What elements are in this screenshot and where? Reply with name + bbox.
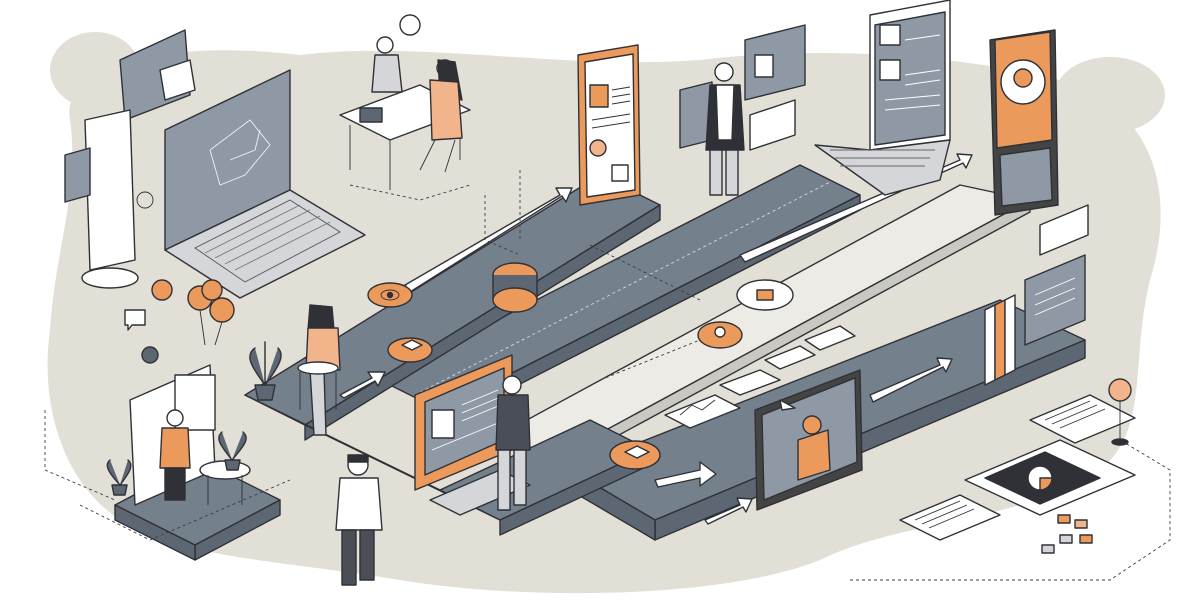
woman-reading xyxy=(297,304,341,436)
phone-profile xyxy=(989,29,1059,216)
man-white-shirt xyxy=(335,454,383,586)
standing-man xyxy=(705,62,745,196)
lightbulb-icon xyxy=(1108,378,1132,446)
plants xyxy=(106,341,282,496)
user-icon xyxy=(431,409,455,439)
man-pointing xyxy=(495,375,531,511)
document-tablet xyxy=(577,44,641,206)
badges xyxy=(367,262,794,470)
large-laptop xyxy=(164,69,366,299)
plant-icon xyxy=(249,341,282,401)
top-right-laptop xyxy=(814,0,951,196)
lightbulb-icon xyxy=(589,139,607,157)
right-side-panels xyxy=(984,204,1089,386)
gear-icon xyxy=(136,191,154,209)
arrow-icon xyxy=(654,461,717,488)
orange-monitor xyxy=(414,354,531,516)
arrow-icon xyxy=(339,371,386,399)
balloon-icon xyxy=(209,297,235,323)
man-at-easel xyxy=(129,364,251,506)
chat-bubble-icon xyxy=(124,309,146,331)
left-podium xyxy=(114,459,281,561)
heart-bubble-icon xyxy=(399,14,421,36)
backdrop-blob-left xyxy=(50,32,140,108)
backdrop-blob-small xyxy=(1055,57,1165,133)
lightbulb-icon xyxy=(141,346,159,364)
desk-scene xyxy=(339,14,471,190)
person-head xyxy=(376,36,394,54)
arrow-icon xyxy=(404,187,573,293)
chart-icon xyxy=(664,394,741,429)
arrow-icon xyxy=(869,357,953,403)
airplane-icon xyxy=(779,399,796,411)
plant-icon xyxy=(106,459,132,496)
plant-icon xyxy=(218,431,247,471)
data-sheet xyxy=(850,394,1171,581)
balloon-icon xyxy=(151,279,173,301)
floating-screens xyxy=(119,24,806,151)
video-monitor xyxy=(754,369,863,511)
connector-lines xyxy=(44,170,701,541)
image-icon xyxy=(589,84,609,108)
arrow-icon xyxy=(704,497,753,525)
chart-cards xyxy=(664,325,856,429)
left-walkway xyxy=(244,174,661,536)
left-decorations xyxy=(64,109,235,364)
balloon-icon xyxy=(201,279,223,301)
